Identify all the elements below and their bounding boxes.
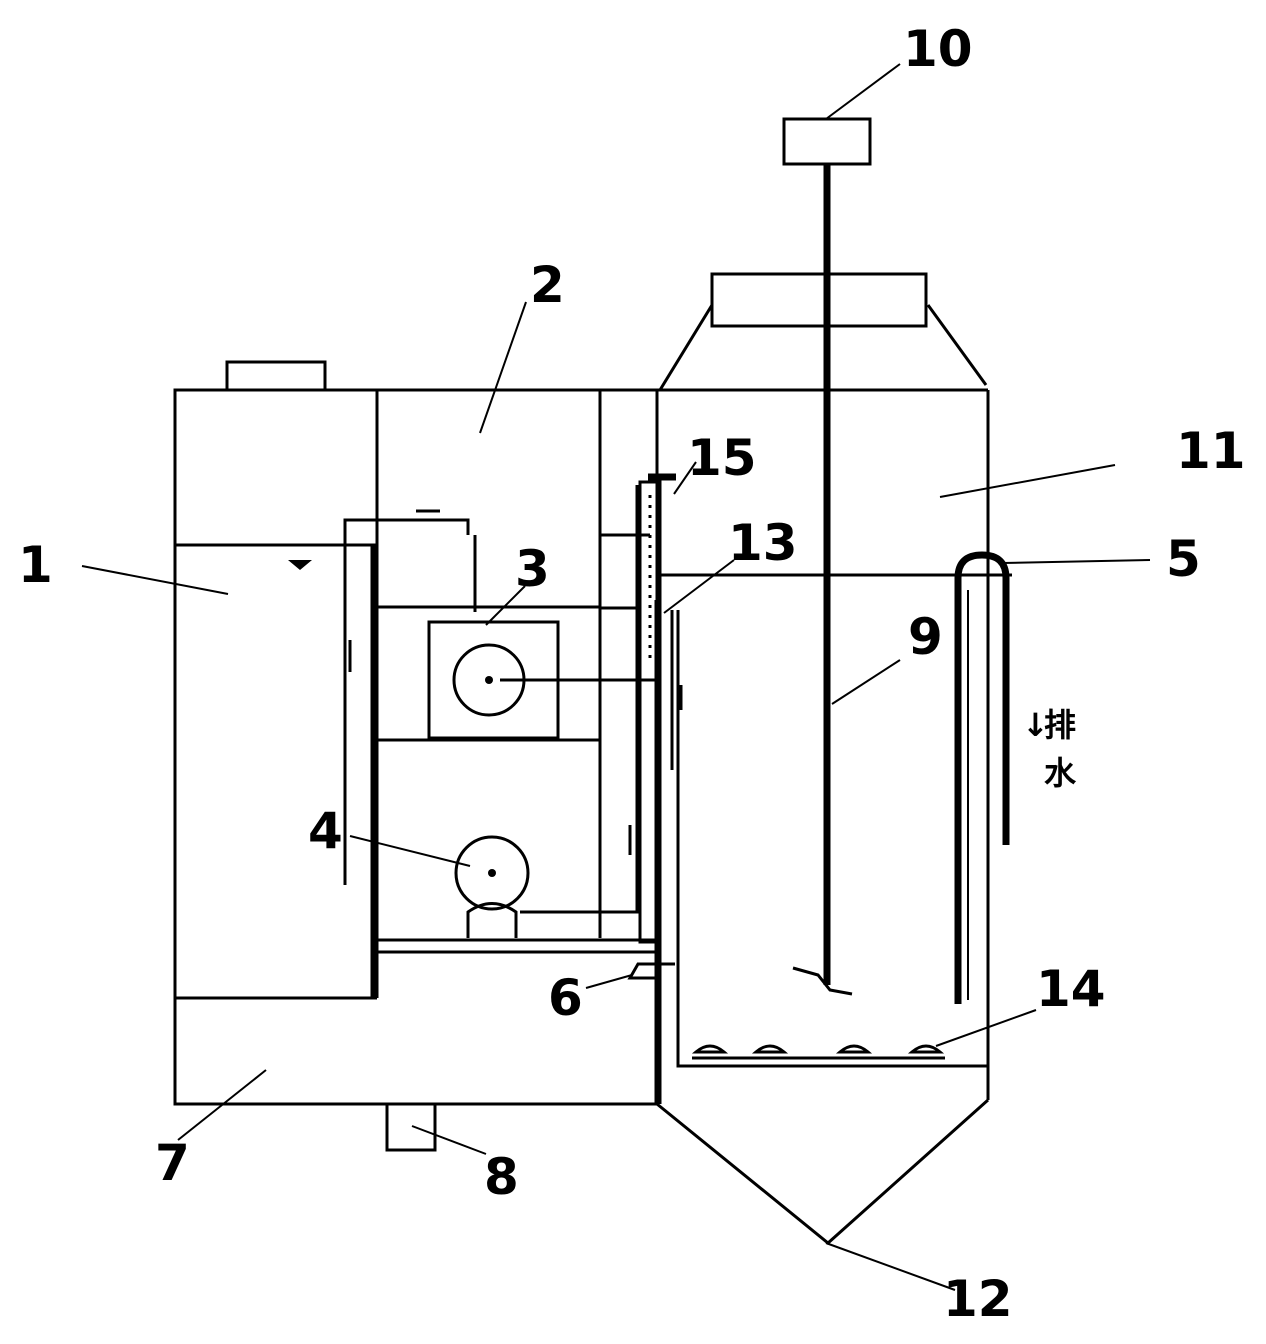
- label-10: 10: [903, 20, 973, 78]
- label-12: 12: [943, 1270, 1013, 1328]
- drain-label-char-2: 水: [1044, 754, 1077, 792]
- aerator-head-3: [835, 1044, 873, 1054]
- top-cap: [225, 360, 327, 392]
- label-5: 5: [1166, 530, 1201, 588]
- leader-13: [663, 559, 735, 614]
- drain-u-pipe: [954, 551, 1010, 1004]
- valve-body: [627, 962, 659, 980]
- drain-label-char-1: 排: [1044, 706, 1076, 744]
- pump-outlet-pipe: [520, 485, 639, 914]
- pump-4: [454, 485, 639, 938]
- leader-15: [673, 461, 697, 495]
- leader-1: [81, 565, 229, 595]
- valve-6: [627, 962, 675, 980]
- reactor-11: [600, 272, 1012, 1245]
- labels: 1 2 3 4 5 6 7 8 9 10 11 12 13 14 15 ↓ 排 …: [18, 20, 1246, 1328]
- label-6: 6: [548, 969, 583, 1027]
- leader-10: [825, 63, 901, 120]
- label-11: 11: [1176, 422, 1246, 480]
- leader-14: [935, 1009, 1037, 1047]
- label-3: 3: [515, 540, 550, 598]
- leader-8: [411, 1125, 487, 1155]
- hopper-12: [656, 1098, 989, 1245]
- leader-9: [831, 659, 901, 705]
- leader-3: [485, 585, 526, 626]
- motor-hub: [485, 676, 493, 684]
- aerator-head-1: [691, 1044, 729, 1054]
- stirrer-blade: [792, 966, 853, 996]
- label-1: 1: [18, 536, 53, 594]
- motor-unit-3: [427, 620, 660, 740]
- label-13: 13: [728, 514, 798, 572]
- outlet-8: [385, 1102, 437, 1152]
- leader-6: [585, 974, 633, 989]
- leader-7: [177, 1069, 267, 1141]
- leader-4: [349, 835, 471, 867]
- cover-left-slope: [658, 304, 714, 391]
- label-7: 7: [155, 1134, 190, 1192]
- drain-arrow: ↓: [1022, 706, 1049, 744]
- cover-right-slope: [926, 304, 988, 386]
- inner-vessel: [676, 610, 988, 1068]
- label-4: 4: [308, 802, 343, 860]
- water-level-marker: [288, 560, 312, 570]
- drain-pipe-5: [954, 551, 1010, 1004]
- inlet-pipe: [343, 518, 470, 885]
- pump-hub: [488, 869, 496, 877]
- leader-lines: [81, 63, 1151, 1291]
- label-15: 15: [687, 429, 757, 487]
- pump-base: [466, 902, 518, 938]
- aerators-14: [691, 1044, 945, 1060]
- aerator-head-2: [751, 1044, 789, 1054]
- stirrer-motor-10: [782, 117, 872, 166]
- label-9: 9: [908, 608, 943, 666]
- label-8: 8: [484, 1148, 519, 1206]
- left-unit: [173, 360, 659, 1152]
- column-13-15: [600, 473, 683, 1104]
- aerator-head-4: [907, 1044, 945, 1054]
- leader-5: [1002, 559, 1151, 564]
- label-14: 14: [1036, 960, 1106, 1018]
- label-2: 2: [530, 256, 565, 314]
- cover-box: [710, 272, 928, 328]
- leader-2: [479, 301, 527, 434]
- pump-wheel: [454, 835, 530, 911]
- leader-12: [825, 1242, 956, 1291]
- leader-11: [939, 464, 1116, 498]
